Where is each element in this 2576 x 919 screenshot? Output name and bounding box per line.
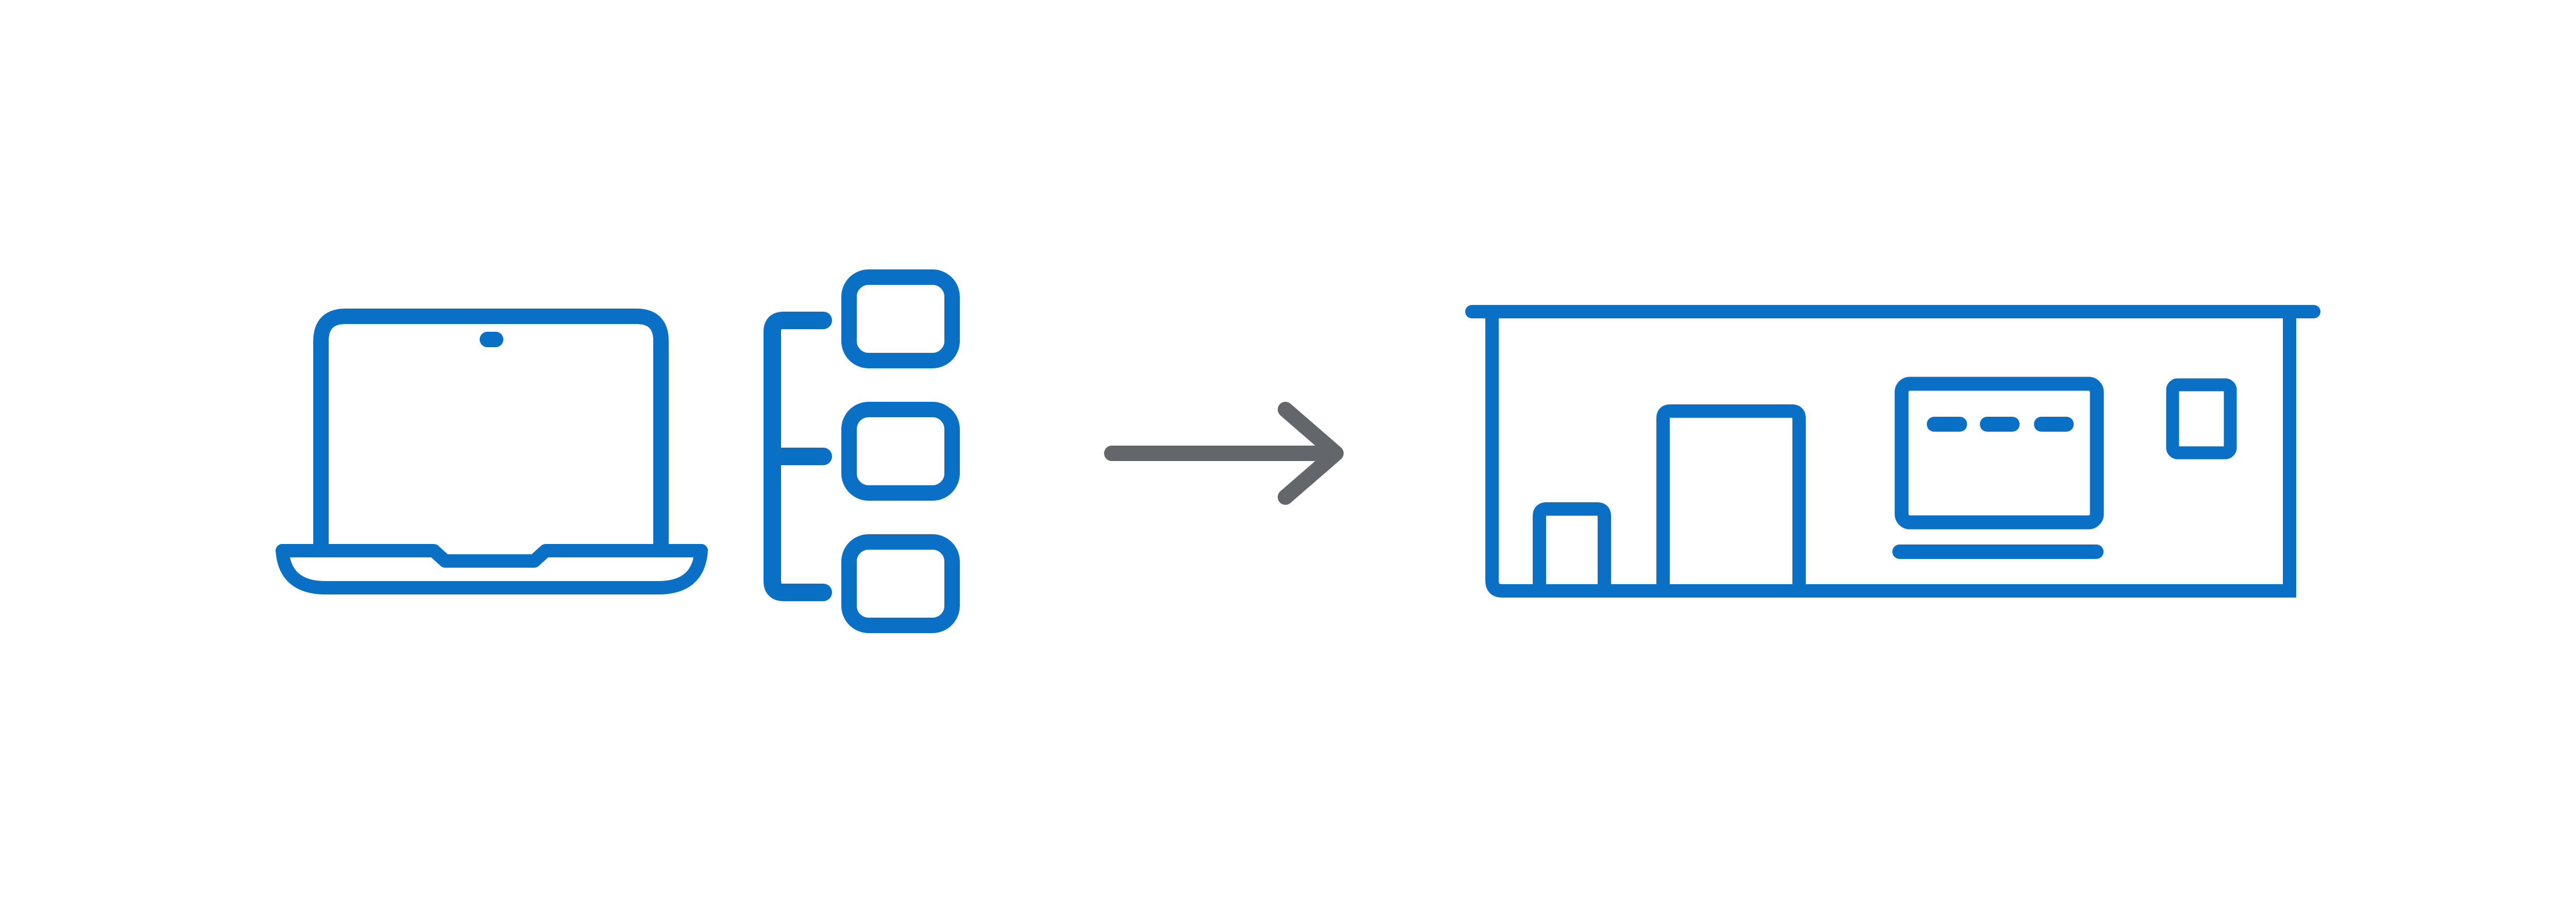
signboard-dash-2 (1980, 417, 2020, 432)
arrow-head (1278, 402, 1344, 505)
laptop-base-top (276, 544, 708, 568)
signboard-dash-1 (1927, 417, 1967, 432)
hierarchy-node-box-bottom (841, 534, 960, 633)
signboard-dash-3 (2034, 417, 2074, 432)
building-signboard (1894, 377, 2104, 530)
laptop-icon (276, 309, 708, 594)
laptop-screen (313, 309, 669, 555)
hierarchy-icon (764, 269, 960, 633)
building-window (2166, 378, 2237, 460)
laptop-camera-icon (480, 332, 503, 347)
hierarchy-node-box-middle (841, 402, 960, 501)
building-door (1656, 404, 1806, 590)
building-wall-left-and-floor (1485, 315, 2293, 598)
building-crate-box (1533, 502, 1611, 590)
warehouse-icon (1465, 305, 2320, 598)
laptop-base-bottom (276, 544, 708, 594)
arrow-right-icon (1104, 402, 1344, 505)
hierarchy-node-box-top (841, 269, 960, 368)
